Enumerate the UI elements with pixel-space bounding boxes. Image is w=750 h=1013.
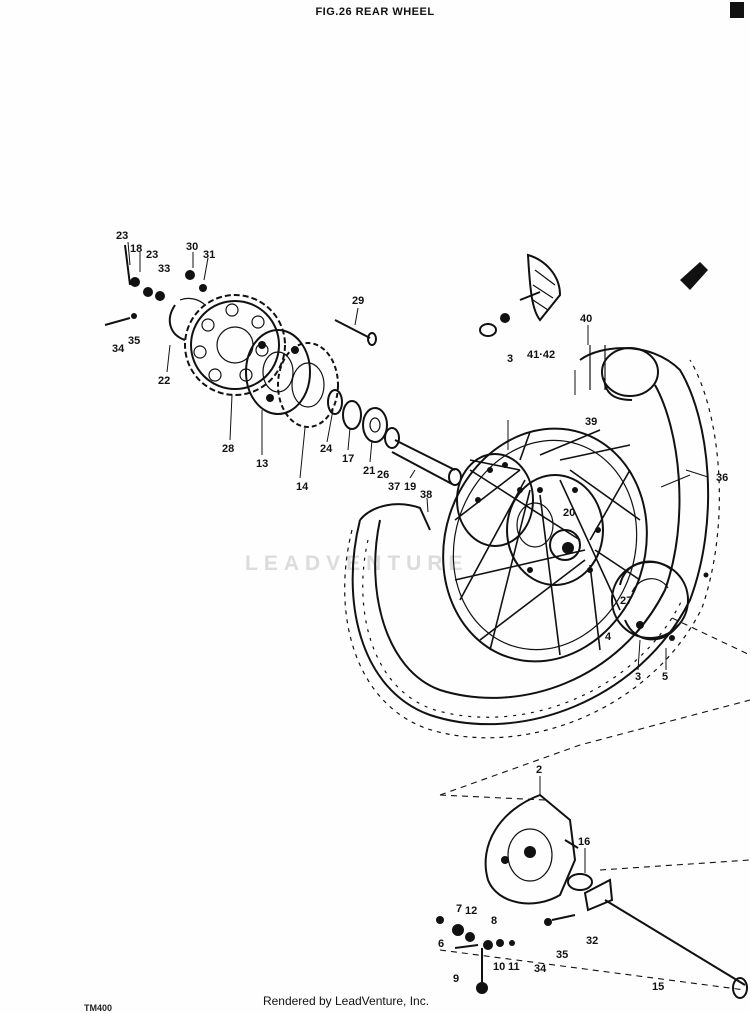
callout-30: 30	[186, 241, 198, 253]
callout-18: 18	[130, 243, 142, 255]
axle-assembly	[327, 389, 462, 486]
callout-34: 34	[534, 963, 547, 975]
callout-9: 9	[453, 973, 459, 985]
callout-28: 28	[222, 443, 234, 455]
callout-3: 3	[507, 353, 513, 365]
callout-2: 2	[536, 764, 542, 776]
callout-14: 14	[296, 481, 309, 493]
wheel-spokes	[454, 429, 641, 656]
callout-10: 10	[493, 961, 505, 973]
callout-11: 11	[508, 961, 520, 973]
callout-38: 38	[420, 489, 432, 501]
callout-36: 36	[716, 472, 728, 484]
model-code: TM400	[84, 1003, 113, 1013]
callout-8: 8	[491, 915, 497, 927]
rear-rim	[442, 427, 648, 663]
circlip-22	[168, 297, 206, 341]
brake-small-hardware	[436, 916, 515, 994]
callout-20: 20	[563, 507, 575, 519]
callout-33: 33	[158, 263, 170, 275]
callout-19: 19	[404, 481, 416, 493]
callout-labels: 23 18 23 33 30 31 34 35 22 29 28 13 14 2…	[112, 230, 728, 993]
callout-39: 39	[585, 416, 597, 428]
rear-sprocket	[184, 294, 286, 396]
figure-title: FIG.26 REAR WHEEL	[315, 6, 435, 18]
callout-31: 31	[203, 249, 215, 261]
brake-panel	[484, 793, 579, 905]
brake-shoes	[611, 560, 709, 641]
callout-5: 5	[662, 671, 668, 683]
sprocket-nuts-bolts	[104, 244, 207, 326]
cush-damper	[277, 342, 339, 428]
callout-40: 40	[580, 313, 592, 325]
render-credit: Rendered by LeadVenture, Inc.	[262, 994, 430, 1008]
callout-24: 24	[320, 443, 333, 455]
torque-link-bracket	[680, 262, 708, 290]
bolt-29	[334, 319, 377, 346]
callout-3: 3	[635, 671, 641, 683]
brake-cam-lever	[544, 873, 748, 999]
callout-23: 23	[146, 249, 158, 261]
rear-tire	[344, 347, 720, 739]
callout-12: 12	[465, 905, 477, 917]
callout-29: 29	[352, 295, 364, 307]
callout-7: 7	[456, 903, 462, 915]
corner-registration-mark	[730, 2, 744, 18]
chain-guard-41-42	[479, 253, 562, 337]
callout-17: 17	[342, 453, 354, 465]
callout-22: 22	[158, 375, 170, 387]
callout-6: 6	[438, 938, 444, 950]
callout-37: 37	[388, 481, 400, 493]
callout-23: 23	[116, 230, 128, 242]
callout-4: 4	[605, 631, 612, 643]
callout-41-42: 41·42	[527, 349, 555, 361]
callout-35: 35	[556, 949, 568, 961]
callout-27: 27	[620, 595, 632, 607]
rear-hub	[456, 453, 604, 586]
callout-26: 26	[377, 469, 389, 481]
callout-34: 34	[112, 343, 125, 355]
callout-leader-lines	[127, 241, 709, 873]
rim-lock-cap	[589, 345, 659, 401]
callout-16: 16	[578, 836, 590, 848]
explode-dashed-lines	[439, 617, 750, 991]
callout-35: 35	[128, 335, 140, 347]
callout-13: 13	[256, 458, 268, 470]
callout-21: 21	[363, 465, 375, 477]
callout-32: 32	[586, 935, 598, 947]
callout-15: 15	[652, 981, 664, 993]
